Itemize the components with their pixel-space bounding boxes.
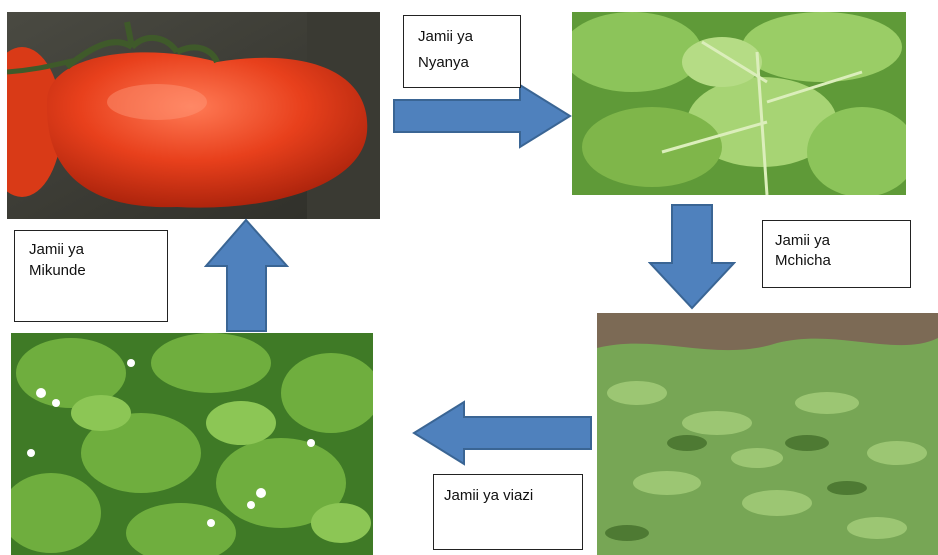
label-viazi: Jamii ya viazi <box>433 474 583 550</box>
up-arrow-icon <box>204 218 289 333</box>
potato-plants-photo <box>597 313 938 555</box>
amaranth-photo <box>572 12 906 195</box>
label-nyanya-line1: Jamii ya <box>418 24 510 50</box>
right-arrow-icon <box>392 83 572 149</box>
label-nyanya-line2: Nyanya <box>418 50 510 76</box>
arrow-up-shape <box>206 220 287 331</box>
arrow-left-shape <box>414 402 591 464</box>
down-arrow-icon <box>648 203 736 310</box>
label-nyanya: Jamii ya Nyanya <box>403 15 521 88</box>
label-mikunde: Jamii ya Mikunde <box>14 230 168 322</box>
label-mchicha-line1: Jamii ya <box>775 231 900 251</box>
bean-plants-photo <box>11 333 373 555</box>
tomato-photo <box>7 12 380 219</box>
label-viazi-line1: Jamii ya viazi <box>444 485 572 508</box>
label-mikunde-line1: Jamii ya <box>29 239 157 260</box>
label-mchicha: Jamii ya Mchicha <box>762 220 911 288</box>
arrow-right-shape <box>394 85 570 147</box>
label-mchicha-line2: Mchicha <box>775 251 900 271</box>
arrow-down-shape <box>650 205 734 308</box>
label-mikunde-line2: Mikunde <box>29 260 157 281</box>
left-arrow-icon <box>412 400 593 466</box>
